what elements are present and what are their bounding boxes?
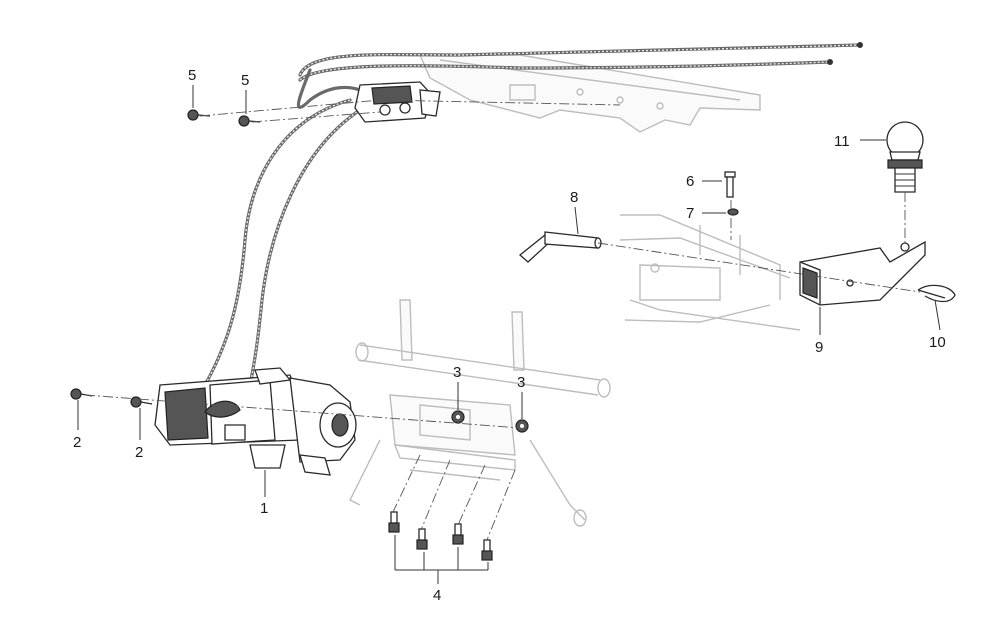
callout-5a: 5 xyxy=(188,67,196,84)
assembly-axes xyxy=(84,99,921,541)
contactor-module xyxy=(354,81,441,123)
callout-8: 8 xyxy=(570,189,578,206)
wiring-harness xyxy=(203,42,863,387)
hitch-pin xyxy=(518,231,602,263)
hardware xyxy=(70,109,739,561)
callout-2a: 2 xyxy=(73,434,81,451)
callout-2b: 2 xyxy=(135,444,143,461)
hitch-clip xyxy=(917,284,956,303)
callout-6: 6 xyxy=(686,173,694,190)
callout-7: 7 xyxy=(686,205,694,222)
leader-lines xyxy=(77,85,941,584)
callout-9: 9 xyxy=(815,339,823,356)
callout-3b: 3 xyxy=(517,374,525,391)
ghost-front-bumper xyxy=(349,299,611,527)
winch-assembly xyxy=(154,367,357,476)
callout-5b: 5 xyxy=(241,72,249,89)
ghost-rear-frame xyxy=(619,214,801,331)
callout-labels: 5 5 2 2 3 3 1 4 6 7 8 9 10 11 xyxy=(73,67,946,604)
callout-4: 4 xyxy=(433,587,441,604)
callout-1: 1 xyxy=(260,500,268,517)
callout-10: 10 xyxy=(929,334,946,351)
callout-11: 11 xyxy=(834,133,850,150)
hitch-ball xyxy=(886,121,924,193)
hitch-receiver xyxy=(799,240,926,306)
callout-3a: 3 xyxy=(453,364,461,381)
